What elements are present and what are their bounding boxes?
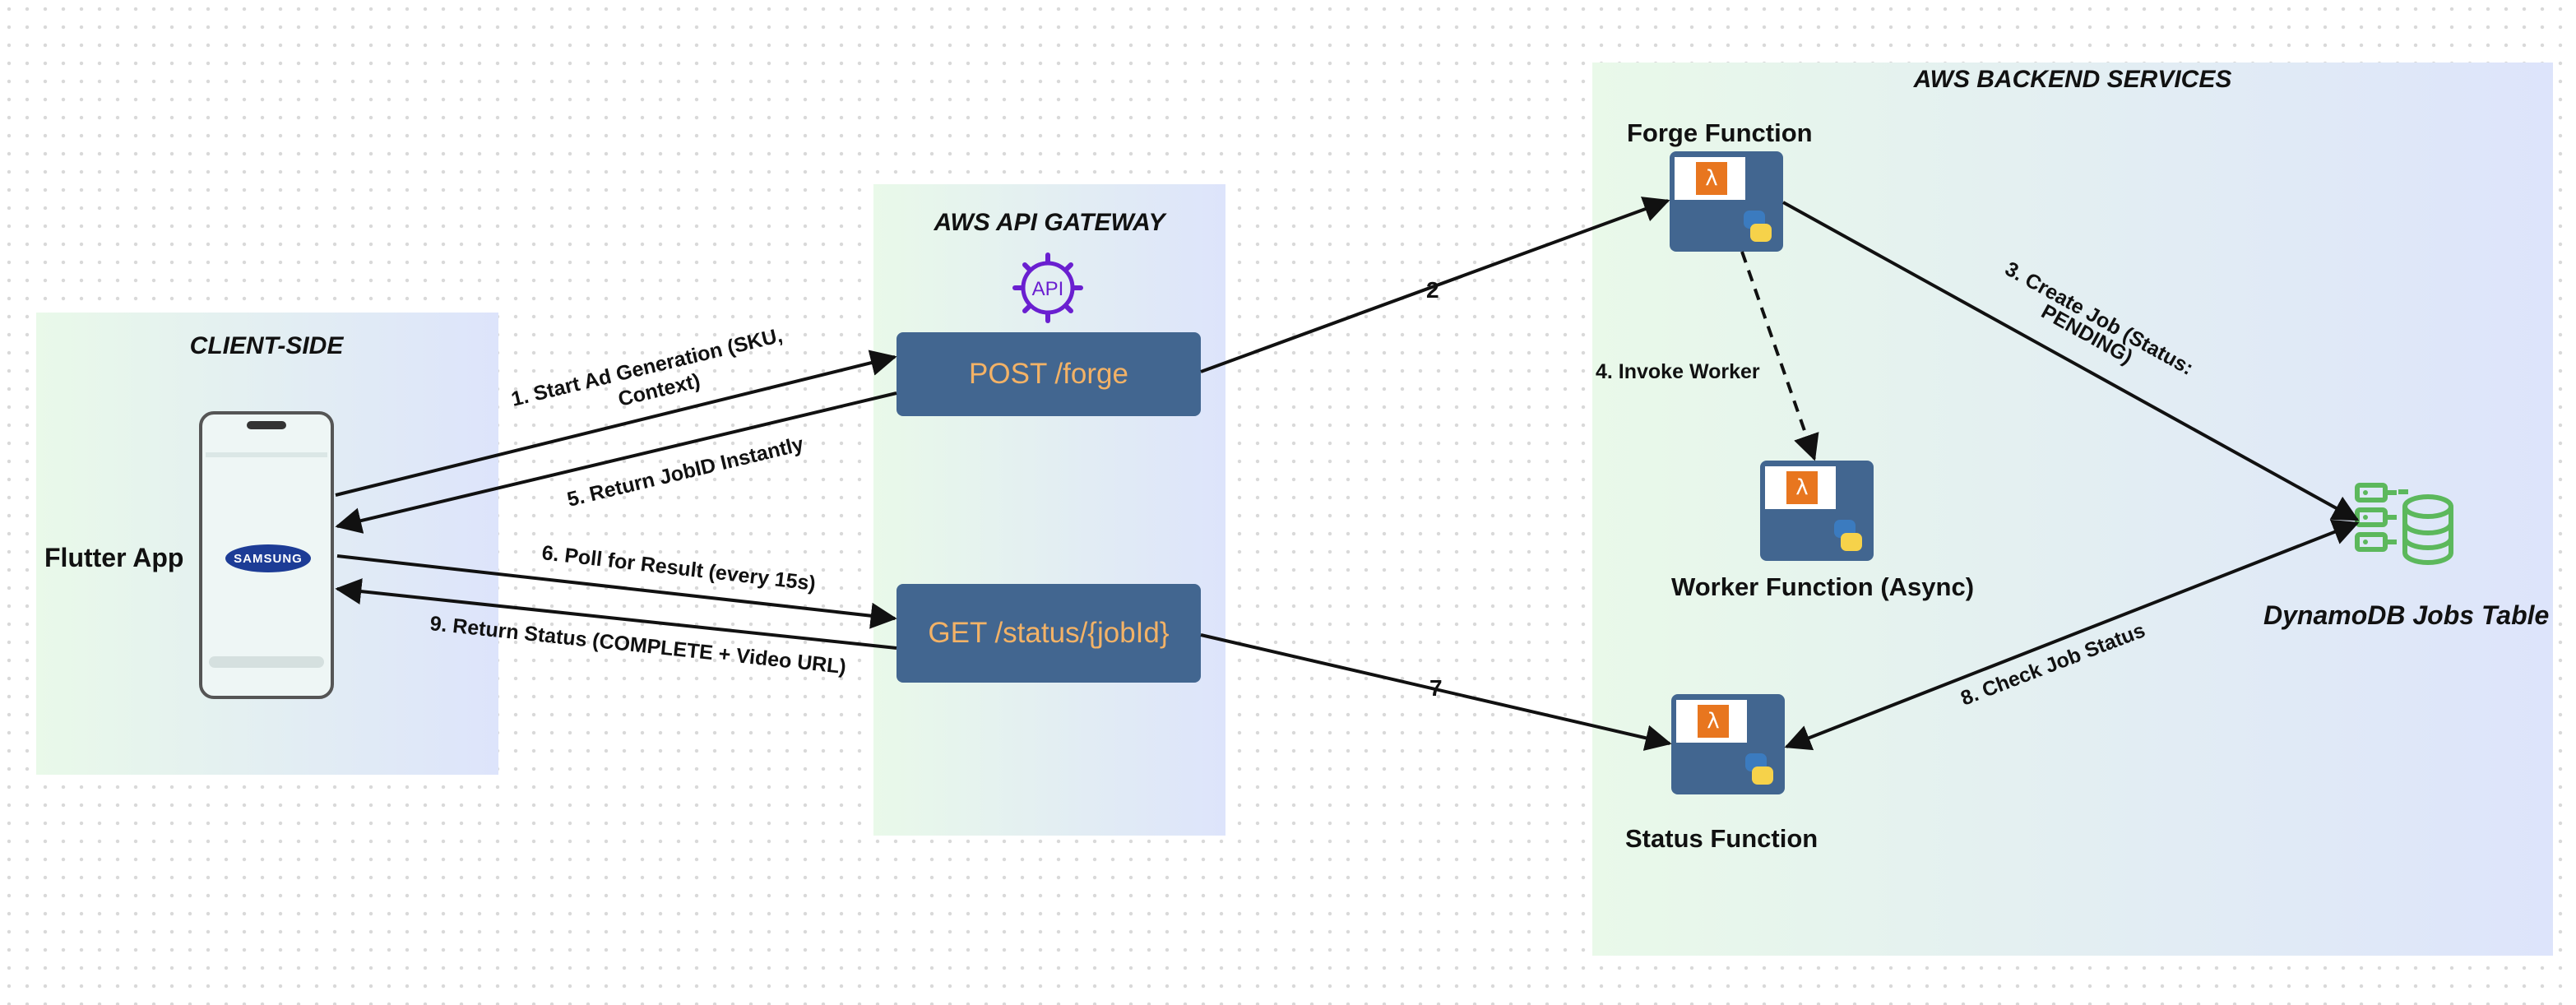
samsung-logo: SAMSUNG (225, 544, 311, 572)
edge-7-arrow (1200, 633, 1672, 751)
edge-3-arrow (1782, 201, 2360, 521)
forge-function-node: λ (1670, 151, 1783, 252)
edge-3-label: 3. Create Job (Status: (2001, 257, 2197, 380)
status-function-label: Status Function (1625, 824, 1818, 853)
post-forge-endpoint: POST /forge (897, 332, 1201, 416)
backend-services-title: AWS BACKEND SERVICES (1913, 66, 2232, 93)
api-gateway-title: AWS API GATEWAY (934, 209, 1165, 236)
edge-8-arrow (1784, 519, 2360, 751)
python-icon (1745, 753, 1773, 785)
svg-text:API: API (1032, 278, 1064, 300)
lambda-icon: λ (1696, 162, 1727, 195)
edge-6-arrow (336, 554, 897, 629)
phone-notch (247, 421, 286, 429)
phone-dock (209, 656, 324, 668)
python-icon (1744, 211, 1772, 242)
api-gateway-icon: API (1012, 252, 1083, 323)
lambda-icon: λ (1698, 705, 1729, 738)
status-function-node: λ (1671, 694, 1785, 794)
phone-device: SAMSUNG (199, 411, 334, 699)
edge-5-arrow (335, 391, 897, 534)
edge-1-arrow (335, 350, 897, 497)
flutter-app-label: Flutter App (44, 543, 184, 572)
edge-2-arrow (1200, 197, 1670, 373)
client-side-title: CLIENT-SIDE (189, 332, 344, 359)
forge-function-label: Forge Function (1627, 118, 1813, 147)
edge-6-label: 6. Poll for Result (every 15s) (540, 541, 817, 595)
database-icon (2355, 483, 2453, 565)
edge-7-label: 7 (1429, 675, 1443, 701)
api-gateway-panel (873, 184, 1225, 836)
lambda-icon: λ (1786, 471, 1818, 504)
get-status-endpoint: GET /status/{jobId} (897, 584, 1201, 683)
edge-9-arrow (335, 578, 897, 650)
edge-4-arrow (1740, 251, 1819, 461)
edge-2-label: 2 (1426, 277, 1439, 303)
edge-4-label: 4. Invoke Worker (1596, 360, 1760, 383)
edge-8-label: 8. Check Job Status (1957, 618, 2148, 710)
